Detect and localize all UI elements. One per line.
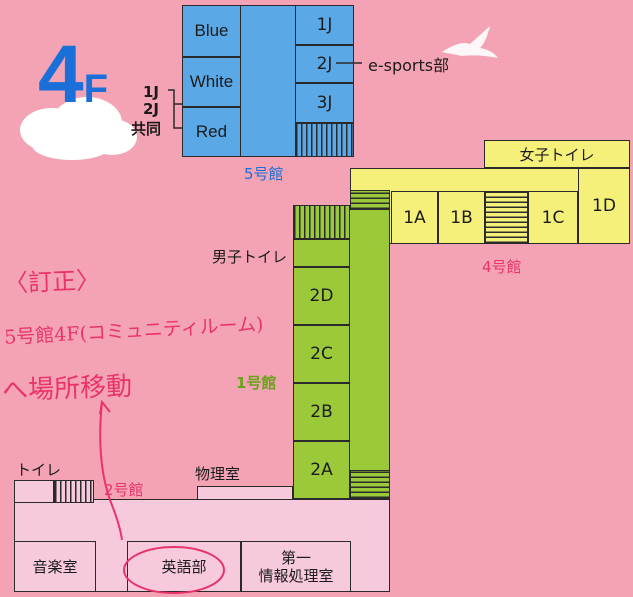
room-1d-label: 1D [592, 196, 616, 216]
floor-suffix: F [83, 67, 109, 111]
room-3j-label: 3J [316, 93, 333, 113]
room-white[interactable]: White [182, 57, 241, 107]
room-1b-label: 1B [450, 207, 473, 228]
room-2j[interactable]: 2J [295, 45, 354, 83]
building5-side-label-1j: 1J [143, 83, 160, 101]
english-club-room[interactable]: 英語部 [127, 541, 241, 592]
room-2d-label: 2D [309, 286, 334, 306]
room-2j-label: 2J [316, 54, 333, 74]
english-club-label: 英語部 [161, 558, 207, 576]
physics-room-label: 物理室 [195, 465, 241, 483]
room-1c[interactable]: 1C [528, 191, 578, 244]
stairs-building1-bottom [350, 470, 390, 499]
womens-restroom[interactable]: 女子トイレ [484, 140, 630, 168]
building1-name: 1号館 [236, 374, 277, 392]
room-2a[interactable]: 2A [293, 441, 350, 499]
room-blue-label: Blue [194, 21, 229, 40]
room-1a[interactable]: 1A [391, 191, 438, 244]
correction-line2: 5号館4F(コミュニティルーム) [3, 313, 264, 349]
room-1a-label: 1A [403, 207, 426, 228]
room-2b-label: 2B [310, 402, 333, 422]
building5-side-label-shared: 共同 [131, 120, 162, 138]
esports-pointer-line [336, 62, 362, 64]
room-white-label: White [189, 72, 234, 91]
room-1b[interactable]: 1B [438, 191, 485, 244]
building4-name: 4号館 [482, 258, 522, 276]
room-red[interactable]: Red [182, 107, 241, 157]
room-1d[interactable]: 1D [578, 168, 630, 244]
room-1j-label: 1J [316, 15, 333, 35]
stairs-building1-top [293, 205, 350, 239]
floor-label: 4F [38, 34, 108, 116]
building5-name: 5号館 [244, 165, 284, 183]
correction-arrow [99, 400, 225, 594]
mens-restroom-label: 男子トイレ [212, 248, 288, 266]
info-room-line2: 情報処理室 [258, 566, 334, 585]
building2-name: 2号館 [104, 481, 144, 499]
room-3j[interactable]: 3J [295, 83, 354, 123]
mens-restroom[interactable] [293, 239, 350, 267]
music-room[interactable]: 音楽室 [14, 541, 96, 592]
stairs-building1-corner [350, 190, 390, 210]
side-label-connector [168, 89, 182, 129]
building2-restroom-block [14, 480, 54, 503]
room-2b[interactable]: 2B [293, 383, 350, 441]
info-processing-room[interactable]: 第一 情報処理室 [241, 541, 351, 592]
building2-restroom-label: トイレ [16, 461, 62, 479]
cloud-decoration [20, 97, 137, 160]
bird-decoration [442, 26, 498, 58]
room-blue[interactable]: Blue [182, 5, 241, 57]
physics-room-block [197, 486, 293, 499]
room-2a-label: 2A [310, 460, 333, 480]
building5-side-label-2j: 2J [143, 100, 160, 118]
floor-number: 4 [38, 29, 84, 120]
womens-restroom-label: 女子トイレ [519, 145, 595, 164]
correction-line1: 〈訂正〉 [3, 266, 101, 298]
music-room-label: 音楽室 [32, 558, 78, 576]
room-1j[interactable]: 1J [295, 5, 354, 45]
room-2c[interactable]: 2C [293, 325, 350, 383]
stairs-building2-left [54, 480, 94, 503]
room-2d[interactable]: 2D [293, 267, 350, 325]
info-room-line1: 第一 [280, 548, 311, 567]
room-red-label: Red [195, 122, 228, 141]
esports-label: e-sports部 [368, 56, 450, 75]
stairs-building5 [295, 123, 354, 157]
stairs-building4 [485, 191, 528, 244]
room-1c-label: 1C [541, 207, 565, 228]
room-2c-label: 2C [310, 344, 333, 364]
